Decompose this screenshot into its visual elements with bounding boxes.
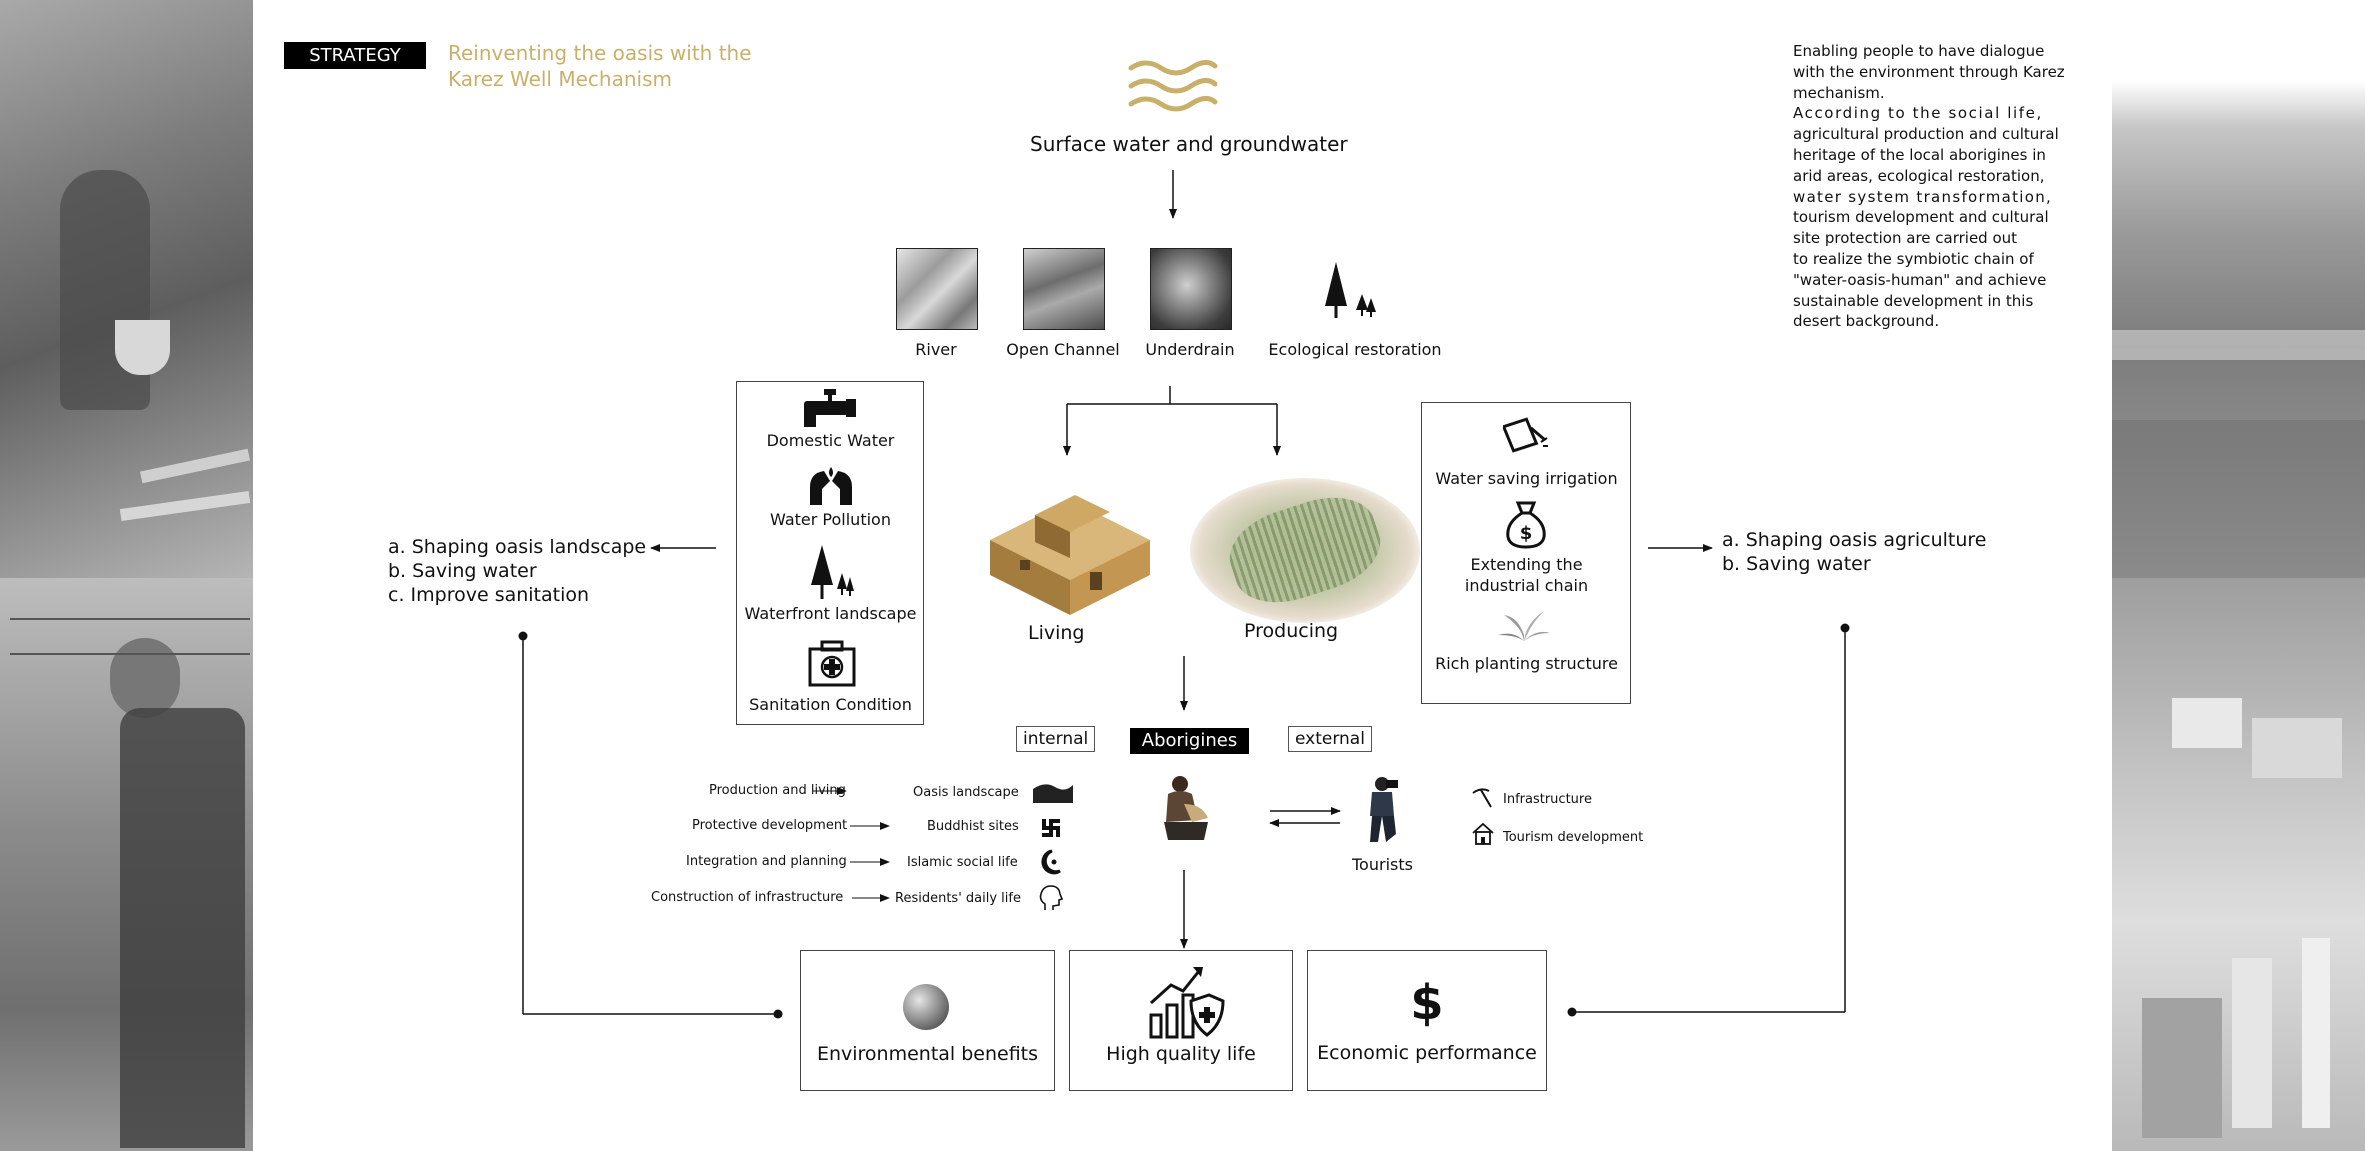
photo-right-top — [2112, 0, 2365, 578]
left-outcome-1: a. Shaping oasis landscape — [388, 536, 647, 558]
internal-target-2: Buddhist sites — [927, 819, 1019, 834]
oasis-landscape-icon — [1033, 784, 1073, 803]
hands-icon — [810, 467, 852, 505]
crescent-icon — [1041, 849, 1061, 875]
growth-shield-icon — [1149, 967, 1225, 1039]
header-title-line2: Karez Well Mechanism — [448, 67, 672, 91]
intro-line: water system transformation, — [1793, 187, 2053, 206]
producing-effects-box — [1421, 402, 1631, 704]
right-outcome-2: b. Saving water — [1722, 553, 1871, 575]
benefit-box-economic — [1307, 950, 1547, 1091]
intro-line: agricultural production and cultural — [1793, 125, 2059, 144]
producing-item-extending-line2: industrial chain — [1464, 576, 1589, 595]
buddhist-symbol-icon — [1042, 819, 1060, 837]
waterfront-trees-icon — [811, 545, 854, 599]
channel-label-river: River — [915, 340, 957, 359]
photo-left-top — [0, 0, 253, 578]
aborigines-tag: Aborigines — [1130, 728, 1249, 754]
aborigine-figure — [1164, 776, 1208, 840]
river-thumbnail — [896, 248, 978, 330]
internal-action-3: Integration and planning — [686, 854, 847, 869]
intro-line: desert background. — [1793, 312, 1940, 331]
faucet-icon — [804, 389, 856, 427]
intro-line: sustainable development in this — [1793, 291, 2034, 310]
channel-label-open-channel: Open Channel — [1006, 340, 1120, 359]
intro-line: According to the social life, — [1793, 104, 2043, 123]
tourist-figure — [1370, 777, 1398, 842]
internal-action-2: Protective development — [692, 818, 848, 833]
intro-line: site protection are carried out — [1793, 229, 2018, 248]
internal-tag: internal — [1016, 726, 1096, 752]
internal-target-4: Residents' daily life — [895, 891, 1021, 906]
living-item-sanitation-condition: Sanitation Condition — [749, 695, 912, 714]
photo-left-bottom — [0, 578, 253, 1151]
tourists-label: Tourists — [1352, 855, 1413, 874]
channel-label-ecological-restoration: Ecological restoration — [1268, 340, 1442, 359]
channel-label-underdrain: Underdrain — [1145, 340, 1235, 359]
intro-line: mechanism. — [1793, 83, 1885, 102]
internal-action-1: Production and living — [709, 783, 846, 798]
external-item-infrastructure: Infrastructure — [1503, 792, 1592, 807]
external-item-tourism-development: Tourism development — [1503, 830, 1644, 845]
open-channel-thumbnail — [1023, 248, 1105, 330]
internal-action-4: Construction of infrastructure — [651, 890, 844, 905]
intro-line: Enabling people to have dialogue — [1793, 42, 2045, 60]
producing-item-rich-planting-structure: Rich planting structure — [1435, 654, 1618, 673]
intro-line: tourism development and cultural — [1793, 208, 2049, 227]
intro-line: heritage of the local aborigines in — [1793, 145, 2046, 164]
living-item-domestic-water: Domestic Water — [766, 431, 895, 450]
strategy-tag: STRATEGY — [284, 42, 426, 69]
house-icon — [1472, 822, 1494, 845]
intro-paragraph: Enabling people to have dialogue with th… — [1793, 41, 2083, 332]
benefit-label-quality: High quality life — [1106, 1043, 1256, 1065]
watering-can-icon — [1503, 417, 1548, 453]
external-tag: external — [1288, 726, 1372, 752]
pickaxe-icon — [1472, 788, 1492, 808]
left-outcome-2: b. Saving water — [388, 560, 537, 582]
underdrain-thumbnail — [1150, 248, 1232, 330]
header-title-line1: Reinventing the oasis with the — [448, 41, 752, 65]
intro-line: "water-oasis-human" and achieve — [1793, 270, 2047, 289]
intro-line: to realize the symbiotic chain of — [1793, 249, 2034, 268]
source-label: Surface water and groundwater — [1030, 132, 1348, 156]
internal-target-1: Oasis landscape — [913, 785, 1019, 800]
plant-icon — [1498, 611, 1550, 641]
head-profile-icon — [1039, 885, 1063, 910]
producing-label: Producing — [1244, 620, 1339, 642]
water-waves-icon — [1128, 60, 1218, 112]
producing-item-extending-line1: Extending the — [1470, 555, 1583, 574]
living-house-model — [990, 495, 1150, 615]
dollar-icon: $ — [1410, 975, 1444, 1031]
living-label: Living — [1028, 622, 1085, 644]
benefit-label-economic: Economic performance — [1317, 1042, 1537, 1064]
producing-item-water-saving-irrigation: Water saving irrigation — [1435, 469, 1618, 488]
left-outcome-3: c. Improve sanitation — [388, 584, 590, 606]
benefit-box-quality — [1069, 950, 1293, 1091]
globe-icon — [903, 984, 949, 1030]
svg-text:$: $ — [1520, 523, 1533, 544]
intro-line: arid areas, ecological restoration, — [1793, 166, 2045, 185]
photo-right-bottom — [2112, 578, 2365, 1151]
first-aid-icon — [808, 640, 856, 687]
living-item-water-pollution: Water Pollution — [770, 510, 891, 529]
intro-line: with the environment through Karez — [1793, 62, 2065, 81]
internal-target-3: Islamic social life — [907, 855, 1018, 870]
benefit-label-environmental: Environmental benefits — [816, 1043, 1039, 1065]
money-bag-icon: $ — [1506, 501, 1546, 549]
trees-icon — [1325, 262, 1376, 318]
living-item-waterfront-landscape: Waterfront landscape — [744, 604, 917, 623]
right-outcome-1: a. Shaping oasis agriculture — [1722, 529, 1987, 551]
